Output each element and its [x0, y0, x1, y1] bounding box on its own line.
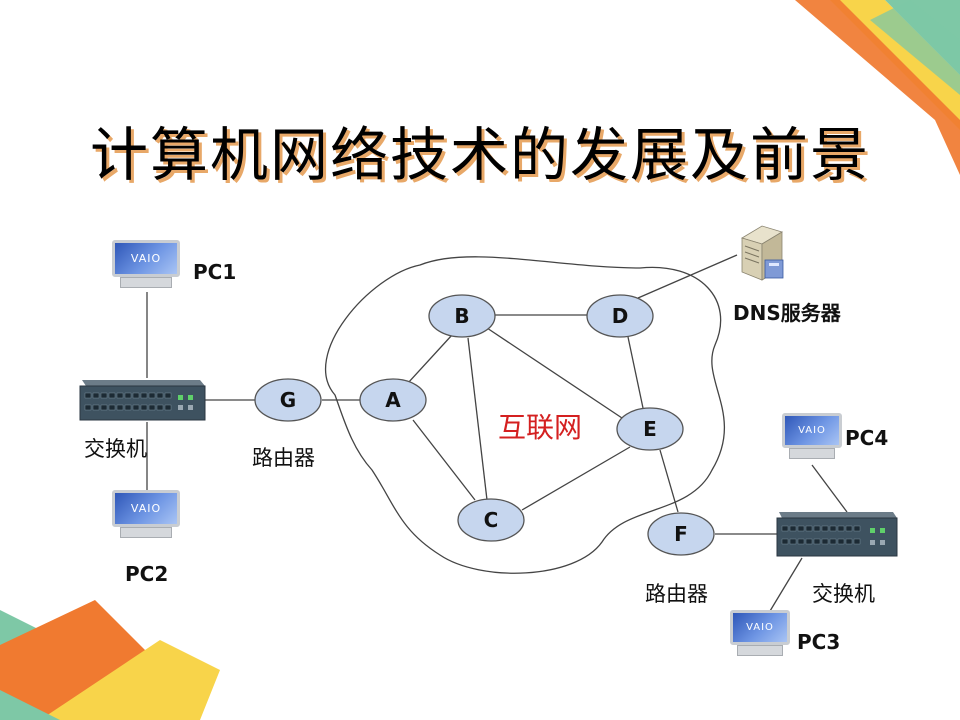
node-d — [586, 294, 654, 338]
pc1-label: PC1 — [193, 260, 237, 284]
node-a — [359, 378, 427, 422]
corner-decoration-top-right — [795, 0, 960, 175]
node-e-label: E — [643, 417, 657, 441]
link-b-e — [486, 327, 623, 419]
pc4-label: PC4 — [845, 426, 889, 450]
monitor-brand-label: VAIO — [130, 502, 162, 515]
network-links — [146, 254, 848, 617]
dns-server-label: DNS服务器 — [733, 301, 841, 325]
node-g-label: G — [279, 388, 297, 412]
node-c-label: C — [483, 508, 499, 532]
node-d-label: D — [611, 304, 629, 328]
node-f — [647, 512, 715, 556]
internet-label: 互联网 — [498, 411, 583, 444]
node-e — [616, 407, 684, 451]
pc3-monitor-icon: VAIO — [730, 610, 790, 658]
monitor-brand-label: VAIO — [746, 622, 774, 633]
switch-right-icon — [776, 512, 898, 557]
link-switch-pc4 — [811, 464, 848, 513]
pc3-label: PC3 — [797, 630, 841, 654]
switch-left-label: 交换机 — [84, 437, 147, 461]
monitor-brand-label: VAIO — [130, 252, 162, 265]
link-a-b — [407, 334, 453, 384]
node-c — [457, 498, 525, 542]
link-e-f — [659, 449, 679, 513]
switch-right-label: 交换机 — [812, 582, 875, 606]
node-a-label: A — [385, 388, 401, 412]
page-title: 计算机网络技术的发展及前景 — [89, 121, 870, 189]
link-switch-pc3 — [766, 557, 803, 617]
link-d-dns — [637, 254, 738, 299]
internet-cloud-outline — [324, 256, 725, 574]
routing-nodes — [254, 294, 715, 556]
node-g — [254, 378, 322, 422]
pc4-monitor-icon: VAIO — [782, 413, 842, 461]
link-d-e — [627, 336, 644, 409]
monitor-brand-label: VAIO — [798, 425, 826, 436]
link-b-c — [467, 337, 488, 501]
link-c-e — [521, 446, 631, 511]
dns-server-icon — [741, 225, 784, 281]
link-a-c — [412, 419, 476, 501]
switch-left-icon — [79, 380, 206, 421]
node-f-label: F — [674, 522, 688, 546]
router-left-label: 路由器 — [252, 446, 315, 470]
corner-decoration-bottom-left — [0, 600, 220, 720]
router-right-label: 路由器 — [645, 582, 708, 606]
node-b-label: B — [454, 304, 470, 328]
node-b — [428, 294, 496, 338]
pc2-monitor-icon: VAIO — [112, 490, 180, 542]
pc1-monitor-icon: VAIO — [112, 240, 180, 292]
pc2-label: PC2 — [125, 562, 169, 586]
